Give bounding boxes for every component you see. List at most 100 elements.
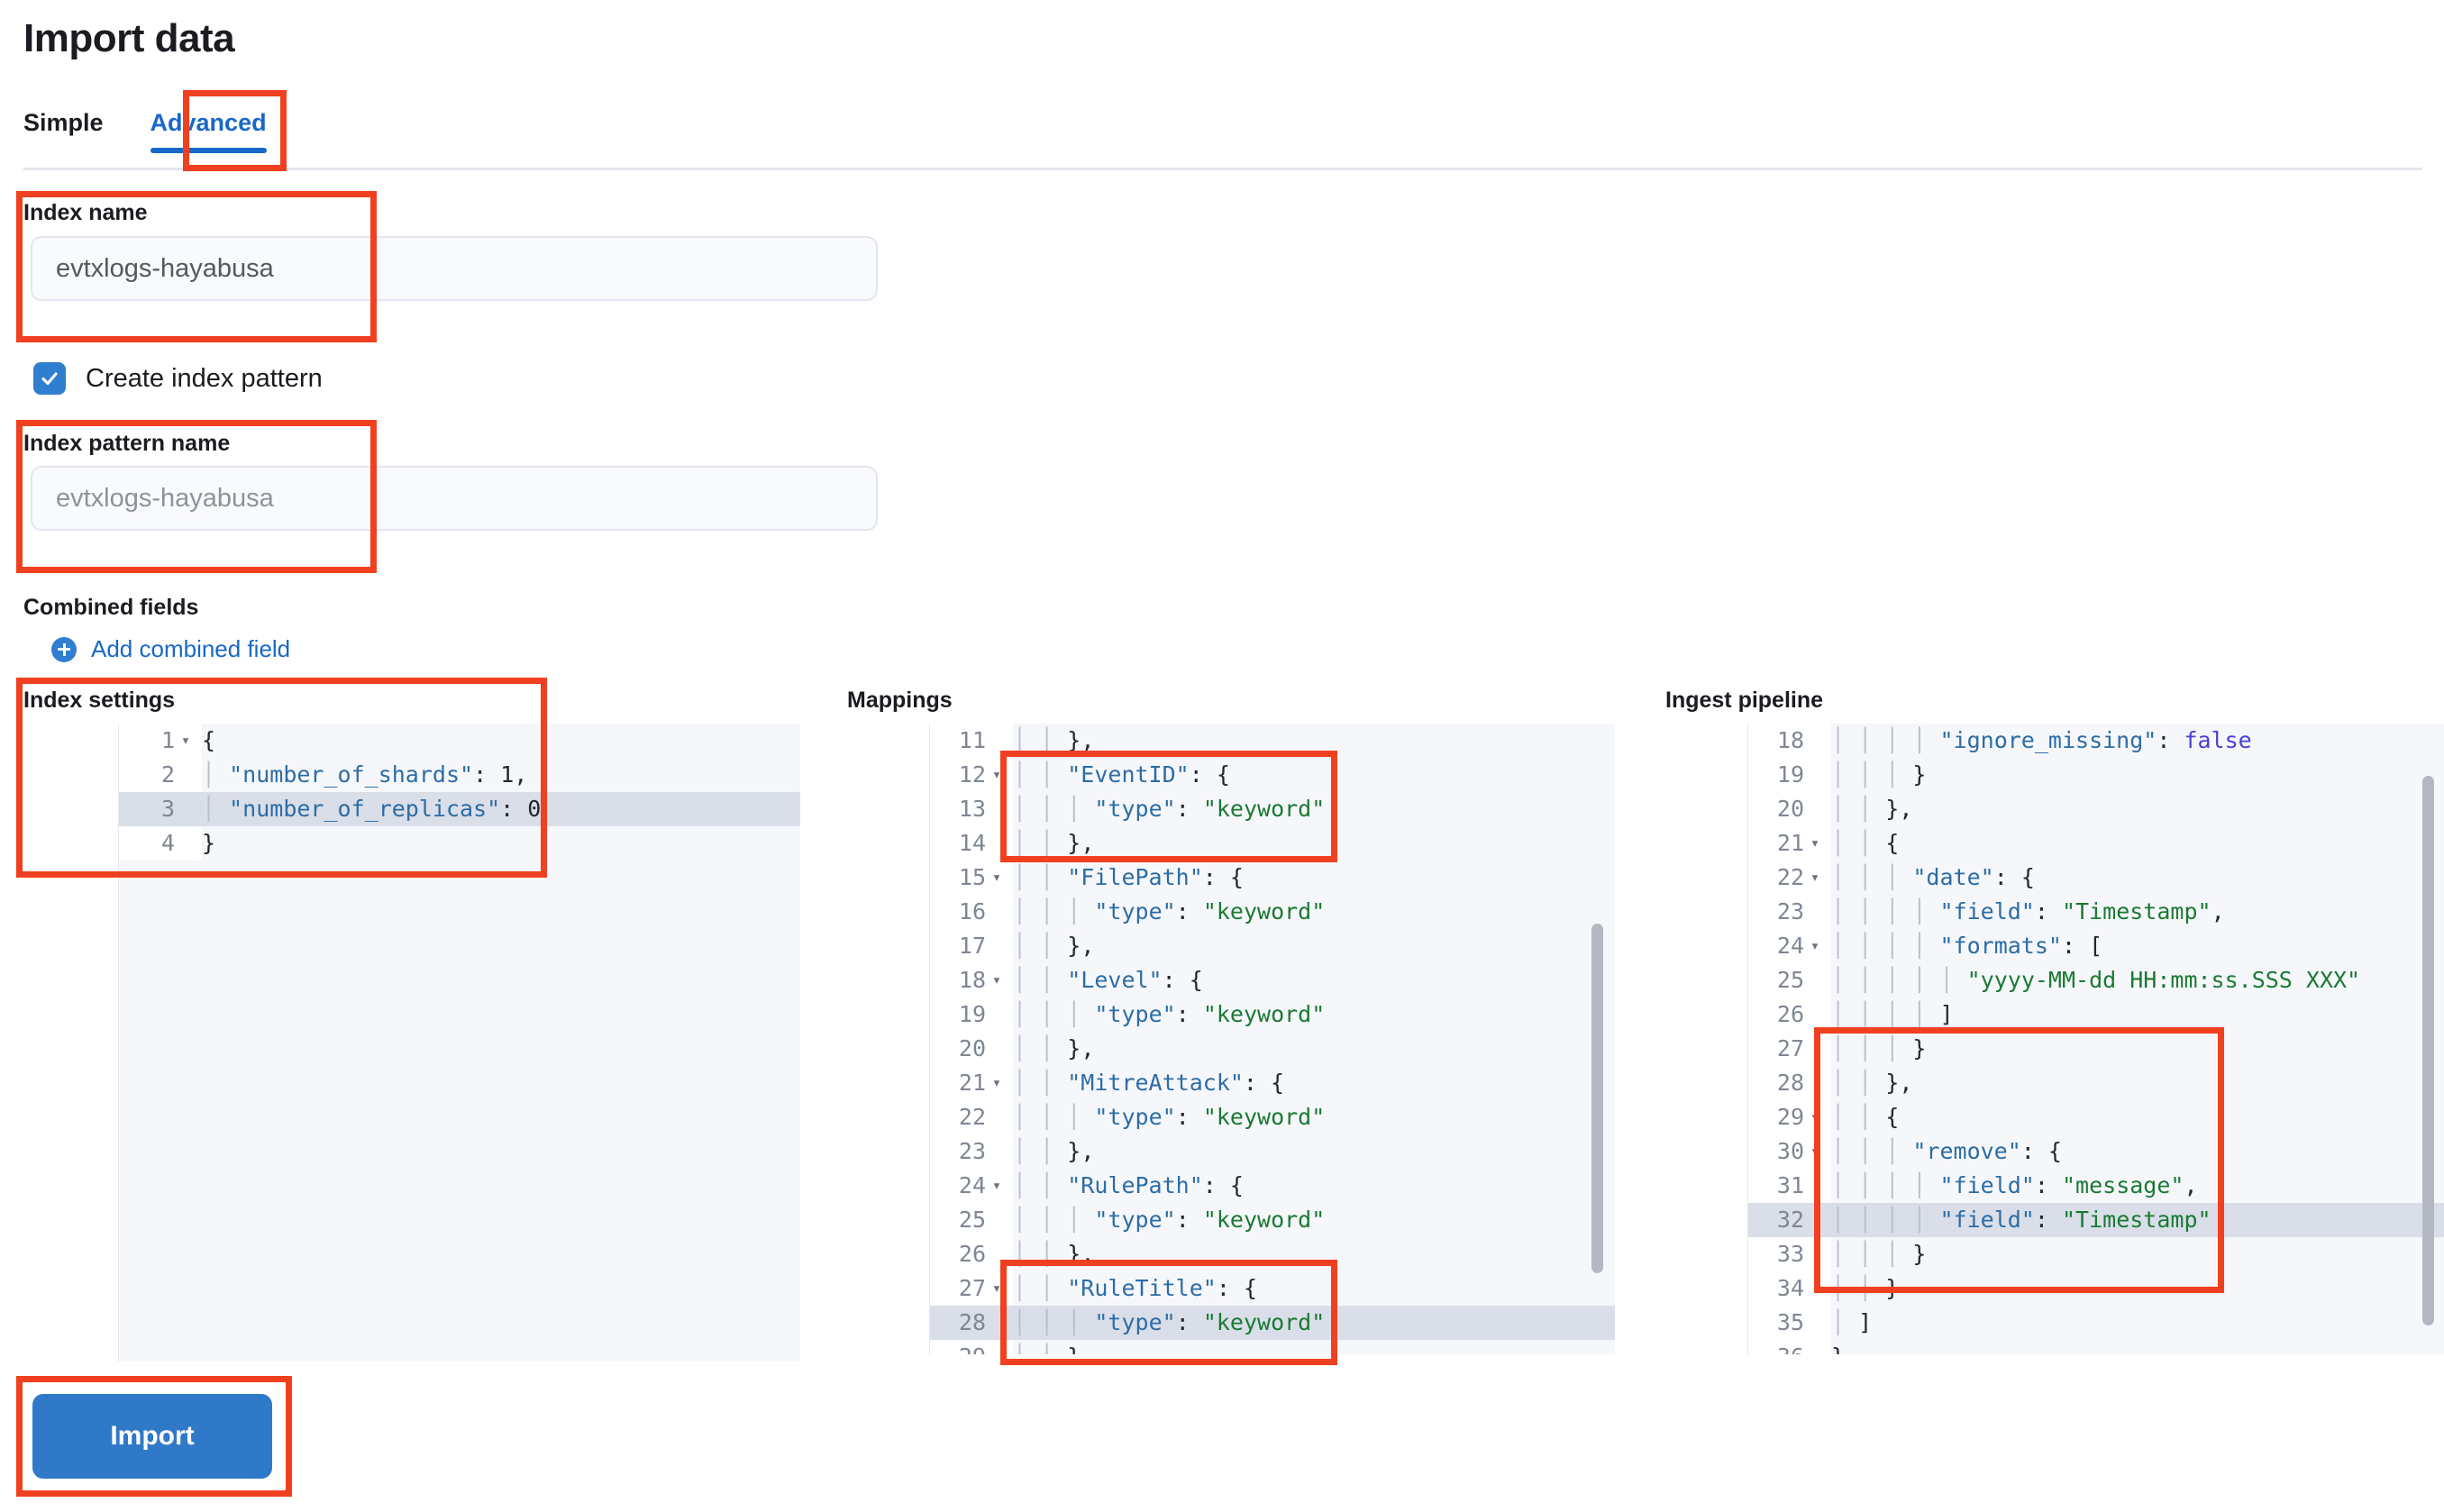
line-number: 29▾ <box>1748 1100 1831 1134</box>
code-line[interactable]: 3│ "number_of_replicas": 0 <box>119 792 800 826</box>
code-line[interactable]: 18▾│ │ "Level": { <box>930 963 1615 997</box>
fold-toggle-icon[interactable]: ▾ <box>991 1074 1002 1092</box>
code-line[interactable]: 24▾│ │ "RulePath": { <box>930 1169 1615 1203</box>
fold-toggle-icon[interactable]: ▾ <box>1810 869 1820 887</box>
code-line[interactable]: 16│ │ │ "type": "keyword" <box>930 895 1615 929</box>
index-settings-code[interactable]: 1▾{2│ "number_of_shards": 1,3│ "number_o… <box>119 724 800 1362</box>
fold-toggle-icon[interactable]: ▾ <box>1810 1143 1820 1161</box>
code-line[interactable]: 23│ │ │ │ "field": "Timestamp", <box>1748 895 2444 929</box>
code-line[interactable]: 14│ │ }, <box>930 826 1615 861</box>
import-button[interactable]: Import <box>32 1394 272 1479</box>
fold-toggle-icon[interactable]: ▾ <box>991 1177 1002 1195</box>
code-text: │ │ }, <box>1013 727 1095 753</box>
create-index-pattern-checkbox[interactable] <box>33 362 66 395</box>
code-line[interactable]: 19│ │ │ } <box>1748 758 2444 792</box>
fold-toggle-icon[interactable]: ▾ <box>1810 1108 1820 1126</box>
mappings-gutter <box>847 724 930 1354</box>
code-text: │ │ }, <box>1831 1070 1913 1096</box>
code-line[interactable]: 11│ │ }, <box>930 724 1615 758</box>
line-number: 1▾ <box>119 724 202 758</box>
code-line[interactable]: 19│ │ │ "type": "keyword" <box>930 997 1615 1032</box>
code-line[interactable]: 29│ │ }, <box>930 1340 1615 1354</box>
fold-toggle-icon[interactable]: ▾ <box>991 766 1002 784</box>
line-number: 27▾ <box>930 1271 1013 1306</box>
index-settings-editor[interactable]: 1▾{2│ "number_of_shards": 1,3│ "number_o… <box>36 724 800 1362</box>
tab-advanced[interactable]: Advanced <box>150 109 267 153</box>
index-pattern-name-input[interactable]: evtxlogs-hayabusa <box>31 466 878 531</box>
mappings-scrollbar-thumb[interactable] <box>1591 924 1603 1273</box>
ingest-pipeline-scrollbar-thumb[interactable] <box>2422 776 2434 1325</box>
code-text: │ │ │ │ "field": "Timestamp", <box>1831 898 2225 925</box>
code-line[interactable]: 25│ │ │ "type": "keyword" <box>930 1203 1615 1237</box>
index-name-input[interactable]: evtxlogs-hayabusa <box>31 236 878 301</box>
code-text: │ "number_of_shards": 1, <box>202 761 528 788</box>
code-line[interactable]: 20│ │ }, <box>1748 792 2444 826</box>
code-text: │ │ │ "type": "keyword" <box>1013 1309 1326 1335</box>
create-index-pattern-row[interactable]: Create index pattern <box>33 362 323 395</box>
code-line[interactable]: 24▾│ │ │ │ "formats": [ <box>1748 929 2444 963</box>
code-line[interactable]: 32│ │ │ │ "field": "Timestamp" <box>1748 1203 2444 1237</box>
fold-toggle-icon[interactable]: ▾ <box>991 971 1002 989</box>
code-text: │ │ │ │ │ "yyyy-MM-dd HH:mm:ss.SSS XXX" <box>1831 967 2361 993</box>
fold-toggle-icon[interactable]: ▾ <box>1810 937 1820 955</box>
code-line[interactable]: 22▾│ │ │ "date": { <box>1748 861 2444 895</box>
code-line[interactable]: 35│ ] <box>1748 1306 2444 1340</box>
plus-circle-icon <box>51 636 77 662</box>
code-text: │ │ }, <box>1013 933 1095 959</box>
code-line[interactable]: 28│ │ }, <box>1748 1066 2444 1100</box>
line-number: 11 <box>930 724 1013 758</box>
code-line[interactable]: 28│ │ │ "type": "keyword" <box>930 1306 1615 1340</box>
code-line[interactable]: 36} <box>1748 1340 2444 1354</box>
code-line[interactable]: 17│ │ }, <box>930 929 1615 963</box>
code-text: │ │ { <box>1831 830 1900 856</box>
code-line[interactable]: 31│ │ │ │ "field": "message", <box>1748 1169 2444 1203</box>
code-line[interactable]: 29▾│ │ { <box>1748 1100 2444 1134</box>
code-line[interactable]: 20│ │ }, <box>930 1032 1615 1066</box>
combined-fields-label: Combined fields <box>23 595 199 620</box>
code-text: │ │ │ "remove": { <box>1831 1138 2062 1164</box>
code-line[interactable]: 12▾│ │ "EventID": { <box>930 758 1615 792</box>
code-text: │ │ "MitreAttack": { <box>1013 1070 1285 1096</box>
line-number: 20 <box>930 1032 1013 1066</box>
fold-toggle-icon[interactable]: ▾ <box>991 869 1002 887</box>
code-line[interactable]: 30▾│ │ │ "remove": { <box>1748 1134 2444 1169</box>
page-title: Import data <box>23 16 235 60</box>
code-line[interactable]: 23│ │ }, <box>930 1134 1615 1169</box>
code-line[interactable]: 4} <box>119 826 800 861</box>
code-line[interactable]: 26│ │ │ │ ] <box>1748 997 2444 1032</box>
line-number: 26 <box>1748 997 1831 1032</box>
code-line[interactable]: 26│ │ }, <box>930 1237 1615 1271</box>
fold-toggle-icon[interactable]: ▾ <box>991 1280 1002 1298</box>
code-text: │ │ │ │ "ignore_missing": false <box>1831 727 2252 753</box>
code-line[interactable]: 21▾│ │ "MitreAttack": { <box>930 1066 1615 1100</box>
mappings-editor[interactable]: 11│ │ },12▾│ │ "EventID": {13│ │ │ "type… <box>847 724 1615 1354</box>
code-line[interactable]: 18│ │ │ │ "ignore_missing": false <box>1748 724 2444 758</box>
code-line[interactable]: 34│ │ } <box>1748 1271 2444 1306</box>
code-line[interactable]: 25│ │ │ │ │ "yyyy-MM-dd HH:mm:ss.SSS XXX… <box>1748 963 2444 997</box>
line-number: 28 <box>930 1306 1013 1340</box>
code-line[interactable]: 13│ │ │ "type": "keyword" <box>930 792 1615 826</box>
add-combined-field-link[interactable]: Add combined field <box>51 635 290 663</box>
code-line[interactable]: 22│ │ │ "type": "keyword" <box>930 1100 1615 1134</box>
index-settings-gutter <box>36 724 119 1362</box>
code-line[interactable]: 1▾{ <box>119 724 800 758</box>
line-number: 34 <box>1748 1271 1831 1306</box>
line-number: 16 <box>930 895 1013 929</box>
code-line[interactable]: 2│ "number_of_shards": 1, <box>119 758 800 792</box>
code-text: │ │ │ } <box>1831 1241 1927 1267</box>
code-line[interactable]: 33│ │ │ } <box>1748 1237 2444 1271</box>
mappings-code[interactable]: 11│ │ },12▾│ │ "EventID": {13│ │ │ "type… <box>930 724 1615 1354</box>
code-text: │ │ "EventID": { <box>1013 761 1230 788</box>
code-line[interactable]: 27▾│ │ "RuleTitle": { <box>930 1271 1615 1306</box>
fold-toggle-icon[interactable]: ▾ <box>180 732 191 750</box>
code-line[interactable]: 27│ │ │ } <box>1748 1032 2444 1066</box>
fold-toggle-icon[interactable]: ▾ <box>1810 834 1820 852</box>
line-number: 18 <box>1748 724 1831 758</box>
line-number: 31 <box>1748 1169 1831 1203</box>
tab-simple[interactable]: Simple <box>23 109 104 136</box>
code-line[interactable]: 15▾│ │ "FilePath": { <box>930 861 1615 895</box>
line-number: 14 <box>930 826 1013 861</box>
code-line[interactable]: 21▾│ │ { <box>1748 826 2444 861</box>
